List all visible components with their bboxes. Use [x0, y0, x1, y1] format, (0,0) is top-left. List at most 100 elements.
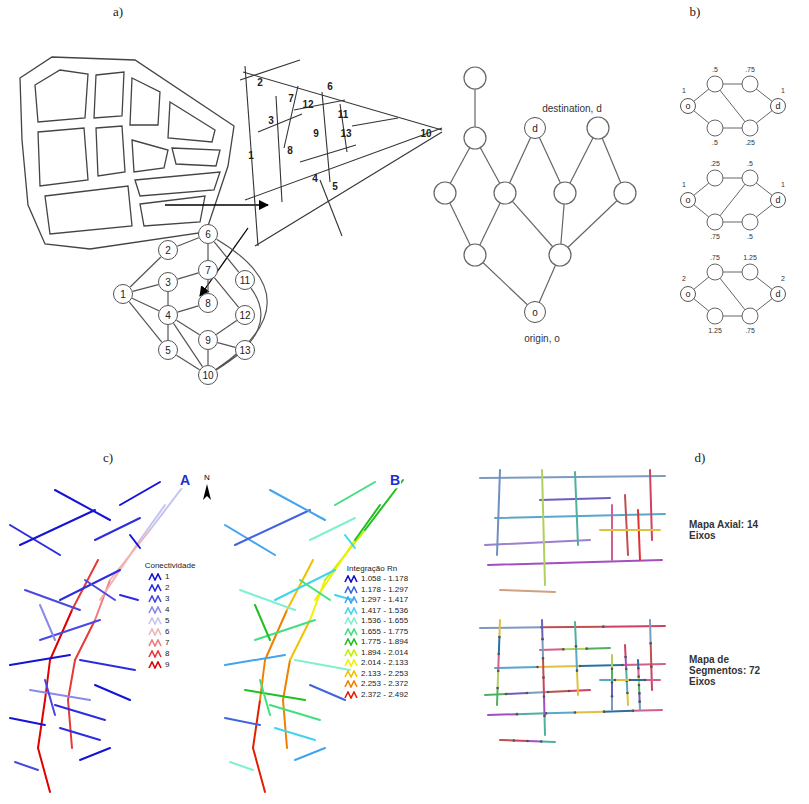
segment-joint [611, 681, 614, 684]
legend-swatch [344, 691, 358, 699]
street-line [335, 595, 353, 600]
legend-swatch [148, 628, 162, 636]
legend-text: 7 [165, 639, 169, 647]
axial-line [611, 505, 613, 560]
panel-label: b) [689, 5, 702, 19]
segment-line [497, 654, 500, 671]
weight-label: .75 [744, 66, 756, 74]
street-line [40, 605, 55, 640]
legend-text: 1.297 - 1.417 [361, 596, 408, 604]
legend-entry: 3 [148, 595, 169, 603]
segment-line [645, 679, 660, 681]
legend-swatch [344, 638, 358, 646]
legend-swatch [344, 586, 358, 594]
segment-line [496, 688, 499, 705]
segment-line [650, 667, 653, 690]
graph-edge [207, 244, 208, 260]
node-label: 11 [240, 275, 250, 286]
graph-edge [217, 288, 261, 370]
node-label: o [532, 307, 538, 318]
segment-line [485, 694, 506, 695]
panel-label: a) [112, 5, 124, 19]
legend-text: 4 [165, 606, 169, 614]
segment-joint [638, 684, 641, 687]
graph-node: d [770, 192, 786, 208]
street-line [335, 482, 375, 505]
street-line [295, 660, 350, 670]
callout-number: 8 [286, 145, 294, 156]
street-line [95, 685, 130, 700]
graph-node: 9 [198, 330, 218, 350]
axial-line [495, 514, 665, 518]
map-label: destination, d [541, 103, 603, 114]
small-graphs [688, 76, 778, 324]
node-label: d [775, 101, 780, 111]
legend-entry: 1.417 - 1.536 [344, 607, 408, 615]
weight-label: .5 [711, 139, 719, 147]
node-label: o [685, 195, 690, 205]
legend-swatch [148, 661, 162, 669]
graph-edge [133, 285, 159, 292]
segment-line [497, 671, 500, 688]
segment-line [495, 667, 538, 668]
street-maps [10, 480, 403, 792]
segment-line [611, 683, 613, 697]
legend-text: 2.133 - 2.253 [361, 670, 408, 678]
axial-line [497, 470, 500, 555]
segment-line [541, 741, 555, 744]
callout-number: 10 [419, 128, 432, 139]
graph-vertex [742, 170, 758, 186]
node-label: 1 [120, 289, 126, 300]
graph-edge [207, 350, 208, 365]
street-line [310, 685, 345, 700]
segment-joint [585, 647, 588, 650]
street-line [283, 660, 290, 700]
street-line [310, 518, 355, 540]
node-label: 2 [165, 245, 171, 256]
segment-line [604, 710, 633, 713]
segment-joint [543, 695, 546, 698]
legend-swatch [148, 584, 162, 592]
weight-label: 2 [780, 275, 786, 283]
segment-joint [516, 713, 519, 716]
segment-joint [575, 645, 578, 648]
legend-entry: 4 [148, 606, 169, 614]
node-label: 13 [239, 345, 250, 356]
legend-swatch [344, 628, 358, 636]
segment-joint [536, 666, 539, 669]
street-line [55, 705, 105, 720]
graph-node: d [770, 286, 786, 302]
segment-joint [574, 711, 577, 714]
map-label: Integração Rn [346, 565, 398, 574]
map-label: B [389, 473, 401, 488]
axial-line [638, 510, 640, 560]
graph-vertex [707, 214, 723, 230]
street-line [10, 718, 45, 725]
graph-node: 3 [158, 272, 178, 292]
legend-entry: 7 [148, 639, 169, 647]
legend-text: 1.178 - 1.297 [361, 586, 408, 594]
street-line [235, 510, 310, 545]
node-label: 4 [165, 310, 171, 321]
legend-entry: 2.253 - 2.372 [344, 680, 408, 688]
street-line [255, 605, 270, 640]
graph-vertex [742, 214, 758, 230]
graph-edge [216, 239, 267, 369]
segment-line [577, 671, 578, 695]
callout-number: 11 [337, 109, 350, 120]
legend-entry: 9 [148, 661, 169, 669]
segment-joint [637, 667, 640, 670]
segment-line [480, 626, 542, 629]
legend-text: 1.417 - 1.536 [361, 607, 408, 615]
graph-edge [176, 355, 199, 369]
segment-joint [632, 710, 635, 713]
segment-line [542, 626, 604, 629]
legend-entry: 2.014 - 2.133 [344, 659, 408, 667]
street-line [60, 728, 100, 740]
segment-line [633, 709, 662, 712]
axial-line [575, 472, 578, 545]
node-label: d [532, 123, 538, 134]
callout-number: 5 [331, 181, 339, 192]
legend-swatch [148, 595, 162, 603]
legend-swatch [344, 649, 358, 657]
